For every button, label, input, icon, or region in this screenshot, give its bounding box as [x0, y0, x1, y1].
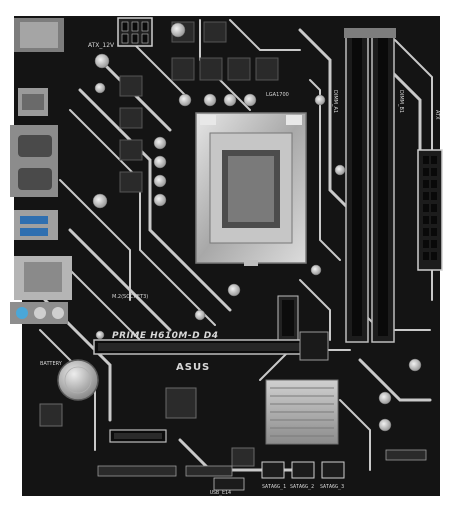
- m2-label: M.2(SOCKET3): [112, 294, 148, 300]
- capacitors: [92, 22, 422, 432]
- sata-2-label: SATA6G_2: [290, 484, 314, 490]
- cmos-battery: [57, 359, 99, 401]
- ic-chips: [39, 387, 255, 467]
- dimm-b1-label: DIMM_B1: [398, 90, 404, 113]
- silkscreen-labels: ATX_12V LGA1700 DIMM_A1 DIMM_B1 ATX M.2(…: [40, 42, 440, 496]
- m2-slot: [277, 295, 299, 341]
- pcie-x1-slot: [109, 429, 167, 443]
- battery-label: BATTERY: [40, 361, 63, 367]
- atx-12v-connector: [117, 17, 153, 47]
- atx-label: ATX: [434, 110, 440, 120]
- usb-label: USB_E14: [210, 490, 231, 496]
- sata-3-label: SATA6G_3: [320, 484, 344, 490]
- rear-io-panel: [10, 18, 72, 324]
- atx-12v-label: ATX_12V: [88, 42, 115, 49]
- cpu-socket-lga1700: [195, 112, 307, 266]
- pcie-x16-slot: [93, 331, 329, 361]
- sata-1-label: SATA6G_1: [262, 484, 286, 490]
- vrm-chokes: [119, 21, 279, 193]
- headers-bottom: [97, 449, 427, 491]
- socket-label: LGA1700: [266, 92, 289, 98]
- atx-24pin-connector: [417, 149, 443, 271]
- dimm-a1-label: DIMM_A1: [332, 90, 338, 113]
- brand-logo-label: ASUS: [176, 362, 210, 373]
- model-name-label: PRIME H610M-D D4: [112, 331, 218, 341]
- chipset-heatsink: [265, 379, 339, 445]
- sata-ports: [261, 461, 345, 479]
- dimm-slots: [344, 28, 396, 343]
